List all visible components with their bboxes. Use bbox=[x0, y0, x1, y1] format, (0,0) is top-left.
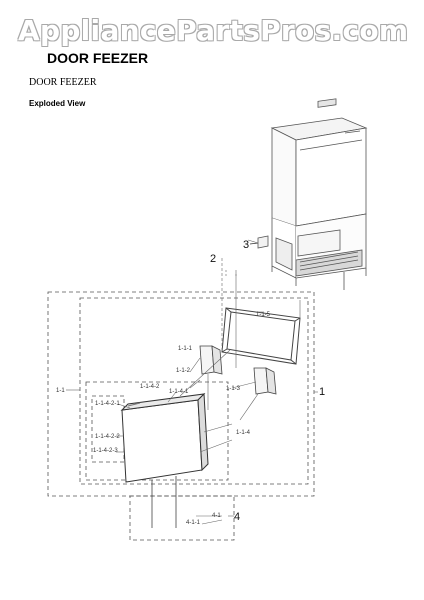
callout-1-1-4-2-2: 1-1-4-2-2 bbox=[95, 434, 120, 440]
part-3-bracket bbox=[249, 235, 269, 249]
callout-1-1-5: 1-1-5 bbox=[256, 312, 271, 318]
watermark-logo: AppliancePartsPros.com bbox=[18, 14, 409, 47]
callout-2: 2 bbox=[210, 253, 216, 265]
leader-lines bbox=[66, 239, 318, 525]
callout-1-1-4-1: 1-1-4-1 bbox=[169, 389, 189, 395]
callout-1-1-2: 1-1-2 bbox=[176, 368, 191, 374]
callout-4: 4 bbox=[234, 511, 240, 523]
callout-1-1-3: 1-1-3 bbox=[226, 386, 241, 392]
diagram-subtitle: DOOR FEEZER bbox=[29, 77, 97, 88]
callout-4-1-1: 4-1-1 bbox=[186, 520, 201, 526]
callout-1-1-4-2-3: 1-1-4-2-3 bbox=[93, 448, 118, 454]
callout-1: 1 bbox=[319, 386, 325, 398]
assembly-1-1-boundary bbox=[79, 297, 309, 485]
assembly-4-boundary bbox=[129, 495, 235, 541]
callout-1-1-4-2-1: 1-1-4-2-1 bbox=[95, 401, 120, 407]
assembly-1-1-4-boundary bbox=[85, 381, 229, 481]
exploded-view-label: Exploded View bbox=[29, 99, 86, 108]
refrigerator-cabinet bbox=[270, 98, 368, 290]
callout-1-1-4-2: 1-1-4-2 bbox=[140, 384, 160, 390]
callout-3: 3 bbox=[243, 239, 249, 251]
hinge-bracket-right bbox=[253, 367, 277, 395]
callout-4-1: 4-1 bbox=[212, 513, 221, 519]
freezer-door-panel bbox=[120, 392, 209, 483]
callout-1-1-4: 1-1-4 bbox=[236, 430, 251, 436]
hinge-bracket-left bbox=[199, 345, 223, 375]
page-title: DOOR FEEZER bbox=[47, 50, 149, 66]
door-gasket-frame bbox=[221, 307, 301, 365]
door-handle bbox=[151, 476, 177, 528]
callout-1-1-1: 1-1-1 bbox=[178, 346, 193, 352]
callout-1-1: 1-1 bbox=[56, 388, 65, 394]
